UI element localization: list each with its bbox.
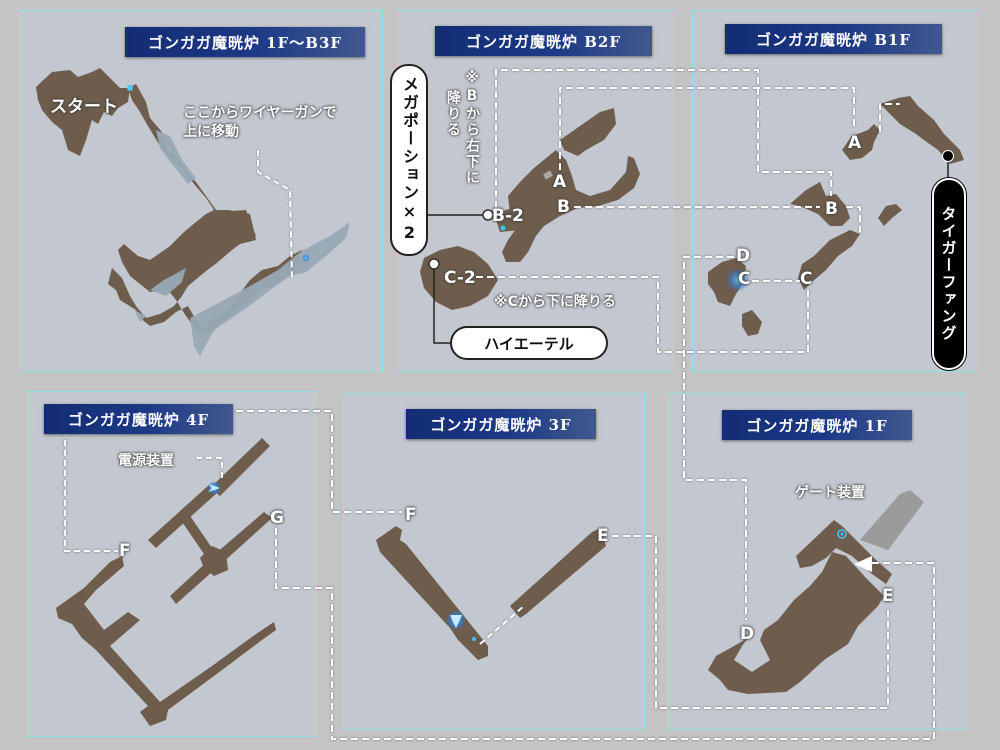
marker-e-1f: E bbox=[882, 586, 894, 606]
marker-a-b2f: A bbox=[553, 172, 567, 192]
route-4f-f bbox=[64, 440, 118, 552]
route-a bbox=[559, 87, 855, 170]
water-1f-b3f bbox=[134, 130, 350, 356]
floor-1f bbox=[708, 520, 892, 694]
b1f-glow-marker-icon bbox=[726, 268, 750, 292]
title-b1f: ゴンガガ魔晄炉 B1F bbox=[725, 24, 942, 54]
marker-f-3f: F bbox=[405, 505, 417, 525]
title-b2f: ゴンガガ魔晄炉 B2F bbox=[435, 26, 652, 56]
marker-e-3f: E bbox=[597, 526, 609, 546]
marker-a-b1f: A bbox=[848, 133, 862, 153]
route-f-4f-3f bbox=[236, 410, 402, 513]
marker-b-b2f: B bbox=[557, 197, 570, 217]
hi-ether-pin-icon bbox=[428, 258, 440, 270]
route-b-b2f-b1f bbox=[495, 69, 832, 208]
route-g bbox=[275, 528, 935, 740]
route-wiregun bbox=[257, 150, 293, 281]
marker-c-left-b1f: C bbox=[738, 269, 751, 289]
marker-f-4f: F bbox=[119, 541, 131, 561]
route-lines bbox=[236, 69, 935, 740]
callout-tiger-fang: タイガーファング bbox=[932, 178, 966, 370]
label-b2f-note-c: ※Cから下に降りる bbox=[494, 294, 616, 310]
marker-d-b1f: D bbox=[736, 246, 751, 266]
callout-mega-potion: メガポーション×2 bbox=[390, 64, 428, 256]
map-panel-b1f bbox=[692, 10, 978, 372]
title-3f: ゴンガガ魔晄炉 3F bbox=[406, 409, 596, 439]
wiregun-marker-icon bbox=[302, 254, 310, 262]
tiger-fang-pin-icon bbox=[942, 150, 954, 162]
floor-3f bbox=[376, 526, 606, 660]
marker-g-4f: G bbox=[270, 508, 284, 528]
floor-4f bbox=[56, 438, 276, 726]
hi-ether-connector bbox=[433, 264, 450, 344]
label-b2f-note-b: ※Bから右下に bbox=[464, 70, 480, 186]
1f-entrance-arrow-icon bbox=[854, 556, 872, 572]
title-1f-b3f: ゴンガガ魔晄炉 1F〜B3F bbox=[125, 27, 365, 57]
marker-c-right-b1f: C bbox=[800, 269, 813, 289]
label-gate-device: ゲート装置 bbox=[795, 485, 865, 501]
floor-1f-b3f bbox=[36, 68, 302, 334]
map-panel-4f bbox=[27, 391, 316, 737]
label-b2f-note-b-2: 降りる bbox=[445, 90, 461, 138]
route-c2 bbox=[476, 276, 809, 353]
save-point-icon bbox=[127, 85, 133, 91]
gate-device-icon bbox=[837, 529, 847, 539]
floor-b2f bbox=[420, 108, 640, 310]
label-wiregun-line1: ここからワイヤーガンで bbox=[183, 105, 337, 121]
title-1f: ゴンガガ魔晄炉 1F bbox=[722, 410, 912, 440]
route-d bbox=[683, 256, 747, 620]
title-4f: ゴンガガ魔晄炉 4F bbox=[44, 404, 233, 434]
label-power-device: 電源装置 bbox=[118, 453, 174, 469]
marker-c2-b2f: C-2 bbox=[444, 268, 476, 288]
mega-potion-pin-icon bbox=[482, 209, 494, 221]
route-power-device bbox=[196, 457, 223, 478]
route-a-b1f-top bbox=[879, 103, 900, 132]
route-e bbox=[612, 535, 889, 709]
callout-hi-ether: ハイエーテル bbox=[450, 326, 608, 360]
marker-b-b1f: B bbox=[825, 199, 838, 219]
marker-d-1f: D bbox=[740, 624, 755, 644]
gate-area-gray bbox=[860, 490, 924, 550]
route-b-b1f-right bbox=[846, 206, 861, 232]
marker-b2-b2f: B-2 bbox=[492, 206, 524, 226]
label-wiregun-line2: 上に移動 bbox=[183, 124, 239, 140]
label-start: スタート bbox=[50, 97, 118, 117]
